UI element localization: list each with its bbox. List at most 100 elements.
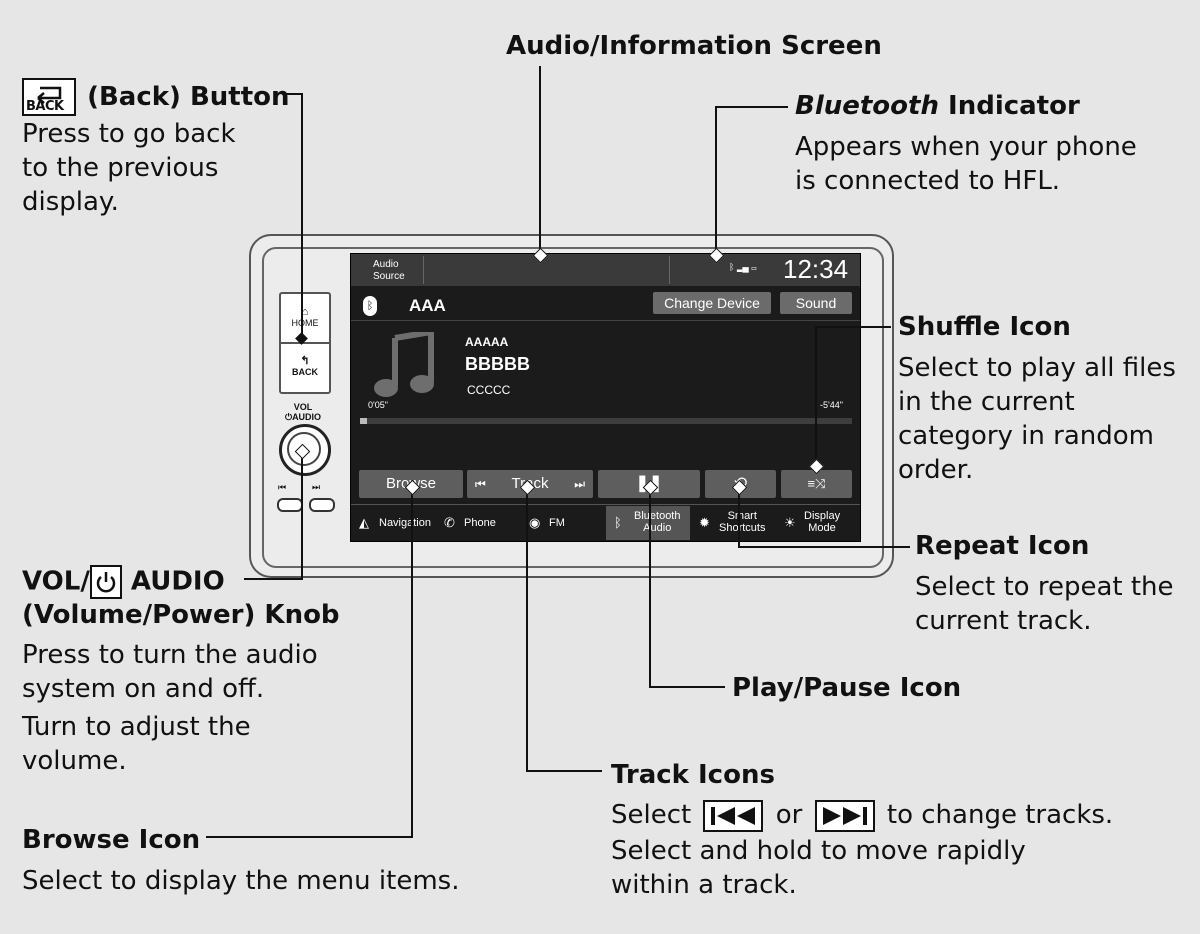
skip-back-key-icon	[703, 799, 764, 832]
seek-back-button[interactable]	[277, 498, 303, 512]
track-artist: AAAAA	[465, 335, 509, 349]
vol-desc-line: Press to turn the audio	[22, 640, 318, 670]
track-album: CCCCC	[467, 383, 511, 397]
audio-source-button[interactable]: Audio Source	[351, 256, 424, 284]
browse-desc: Select to display the menu items.	[22, 866, 460, 896]
music-note-icon	[374, 332, 434, 397]
track-title: Track Icons	[611, 760, 775, 790]
status-divider	[669, 256, 670, 284]
bluetooth-desc-line: is connected to HFL.	[795, 166, 1061, 196]
vol-title-a: VOL/	[22, 566, 90, 597]
home-label: HOME	[291, 318, 319, 328]
vol-title: VOL/ AUDIO	[22, 565, 225, 599]
shuffle-desc-line: category in random	[898, 421, 1154, 451]
track-desc-select: Select	[611, 800, 692, 830]
status-bar	[351, 254, 860, 286]
nav-item-label: Display Mode	[804, 510, 841, 534]
bluetooth-desc-line: Appears when your phone	[795, 132, 1137, 162]
shuffle-desc-line: Select to play all files	[898, 353, 1176, 383]
audio-source-line: Source	[373, 271, 405, 282]
sound-button[interactable]: Sound	[780, 292, 852, 314]
bluetooth-desc: Appears when your phone is connected to …	[795, 130, 1137, 198]
source-name: AAA	[409, 296, 446, 315]
vol-desc: Press to turn the audio system on and of…	[22, 638, 318, 778]
bluetooth-title: Bluetooth Indicator	[795, 91, 1080, 121]
power-key-icon	[89, 565, 122, 599]
vol-title-b: AUDIO	[121, 566, 225, 597]
vol-desc-line: system on and off.	[22, 674, 265, 704]
shuffle-desc-line: in the current	[898, 387, 1075, 417]
back-desc-line: to the previous	[22, 153, 219, 183]
radio-icon: ◉	[529, 515, 541, 530]
repeat-desc: Select to repeat the current track.	[915, 570, 1174, 638]
vol-desc-line: volume.	[22, 746, 127, 776]
nav-item[interactable]: ᛒ Bluetooth Audio	[606, 506, 690, 540]
nav-item-label: Bluetooth Audio	[634, 510, 681, 534]
shuffle-title: Shuffle Icon	[898, 312, 1071, 342]
home-icon: ⌂	[301, 306, 309, 318]
head-unit-inner-frame	[262, 247, 884, 568]
remaining-time: -5'44"	[820, 400, 843, 410]
hard-back-button[interactable]: ↰ BACK	[281, 344, 329, 377]
audio-source-label: Audio Source	[373, 259, 405, 283]
repeat-title: Repeat Icon	[915, 531, 1090, 561]
track-name: BBBBB	[465, 354, 530, 374]
clock: 12:34	[783, 254, 849, 284]
vol-knob-label: VOL ⏻AUDIO	[283, 402, 323, 422]
hard-button-panel: ⌂ HOME ↰ BACK	[279, 292, 331, 394]
bluetooth-title-rest: Indicator	[938, 91, 1080, 121]
audio-info-screen: Audio Source ᛒ ▂▄ ▭ 12:34 ᛒ AAA Change D…	[350, 253, 861, 542]
brightness-icon: ☀	[784, 515, 796, 530]
track-desc-line: within a track.	[611, 870, 797, 900]
bluetooth-status-icon: ᛒ	[729, 262, 735, 272]
shuffle-icon: ≡⤨	[807, 476, 826, 491]
navigation-icon: ◭	[359, 515, 369, 530]
track-desc: Select or to change tracks. Select and h…	[611, 798, 1113, 902]
change-device-button[interactable]: Change Device	[653, 292, 771, 314]
vol-title-2: (Volume/Power) Knob	[22, 600, 340, 630]
skip-forward-icon[interactable]: ⏭	[574, 477, 585, 491]
nav-item[interactable]: ◭Navigation	[351, 506, 435, 540]
vol-desc-line: Turn to adjust the	[22, 712, 251, 742]
track-desc-end: to change tracks.	[886, 800, 1114, 830]
back-desc: Press to go back to the previous display…	[22, 117, 236, 219]
back-arrow-icon: ↰	[300, 355, 310, 367]
nav-item-label: FM	[549, 517, 565, 529]
bluetooth-title-italic: Bluetooth	[795, 91, 939, 121]
nav-item-label: Smart Shortcuts	[719, 510, 766, 534]
screen-label: Audio/Information Screen	[506, 31, 882, 61]
header-divider	[351, 320, 860, 321]
back-desc-line: Press to go back	[22, 119, 236, 149]
bluetooth-source-icon: ᛒ	[363, 296, 377, 316]
phone-icon: ✆	[444, 515, 455, 530]
home-button[interactable]: ⌂ HOME	[281, 294, 329, 344]
audio-label: AUDIO	[292, 412, 322, 422]
progress-fill	[360, 418, 368, 424]
signal-icon: ▂▄	[736, 262, 749, 272]
shuffle-button[interactable]: ≡⤨	[781, 470, 852, 498]
hard-back-label: BACK	[292, 367, 318, 377]
vol-label: VOL	[293, 402, 313, 412]
nav-item[interactable]: ✆Phone	[436, 506, 520, 540]
shuffle-desc-line: order.	[898, 455, 974, 485]
track-desc-or: or	[775, 800, 803, 830]
nav-item[interactable]: ✹Smart Shortcuts	[691, 506, 775, 540]
browse-title: Browse Icon	[22, 825, 201, 855]
audio-source-line: Audio	[373, 259, 399, 270]
elapsed-time: 0'05"	[368, 400, 388, 410]
back-title: (Back) Button	[87, 82, 290, 112]
bluetooth-icon: ᛒ	[614, 515, 622, 530]
power-small-icon: ⏻	[284, 412, 293, 422]
progress-bar[interactable]	[360, 418, 852, 424]
skip-back-icon[interactable]: ⏮	[475, 477, 486, 491]
play-pause-title: Play/Pause Icon	[732, 673, 962, 703]
back-desc-line: display.	[22, 187, 119, 217]
skip-forward-small-icon: ⏭	[312, 483, 321, 493]
skip-forward-key-icon	[814, 799, 875, 832]
battery-icon: ▭	[751, 262, 757, 272]
nav-item[interactable]: ☀ Display Mode	[776, 506, 860, 540]
nav-item[interactable]: ◉ FM	[521, 506, 605, 540]
seek-forward-button[interactable]	[309, 498, 335, 512]
repeat-desc-line: current track.	[915, 606, 1092, 636]
back-callout: BACK (Back) Button	[22, 78, 290, 116]
